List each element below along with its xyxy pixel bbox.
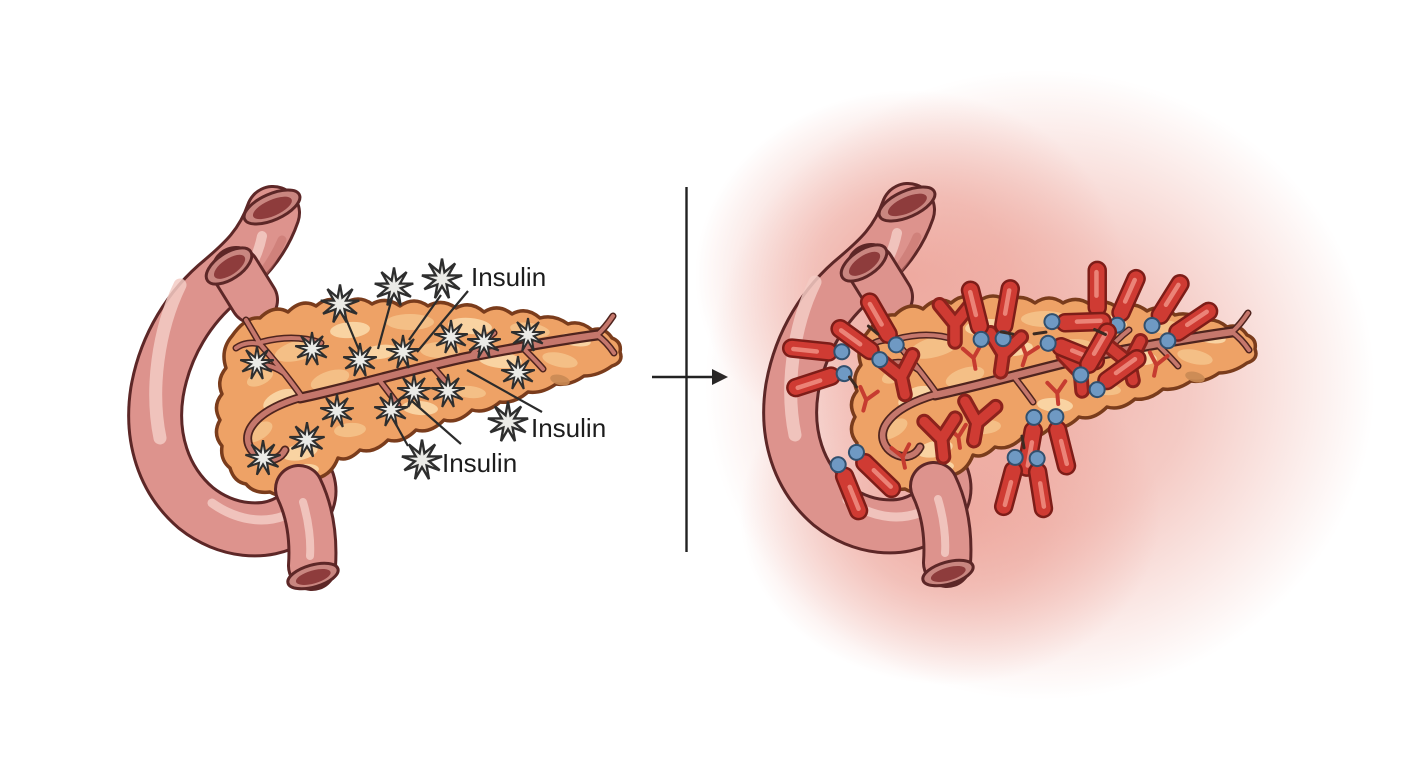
insulin-label-2: Insulin — [531, 413, 606, 443]
left-panel-healthy-pancreas: Insulin Insulin Insulin — [155, 183, 621, 594]
stress-dash-icon — [1020, 434, 1026, 450]
insulin-granule-icon — [420, 257, 464, 300]
label-leader-line — [376, 297, 394, 350]
right-panel-inflamed-pancreas — [695, 70, 1375, 700]
label-leader-line — [404, 394, 462, 445]
insulin-labels: Insulin Insulin Insulin — [442, 262, 606, 478]
label-leader-line — [416, 290, 469, 353]
healthy-pancreas-and-duodenum — [155, 183, 621, 594]
stress-dash-icon — [999, 330, 1015, 336]
label-leader-line — [408, 294, 442, 341]
insulin-label-3: Insulin — [442, 448, 517, 478]
stress-dash-icon — [1032, 330, 1048, 336]
label-leader-line — [466, 369, 543, 413]
insulin-label-1: Insulin — [471, 262, 546, 292]
leader-lines — [342, 290, 543, 447]
